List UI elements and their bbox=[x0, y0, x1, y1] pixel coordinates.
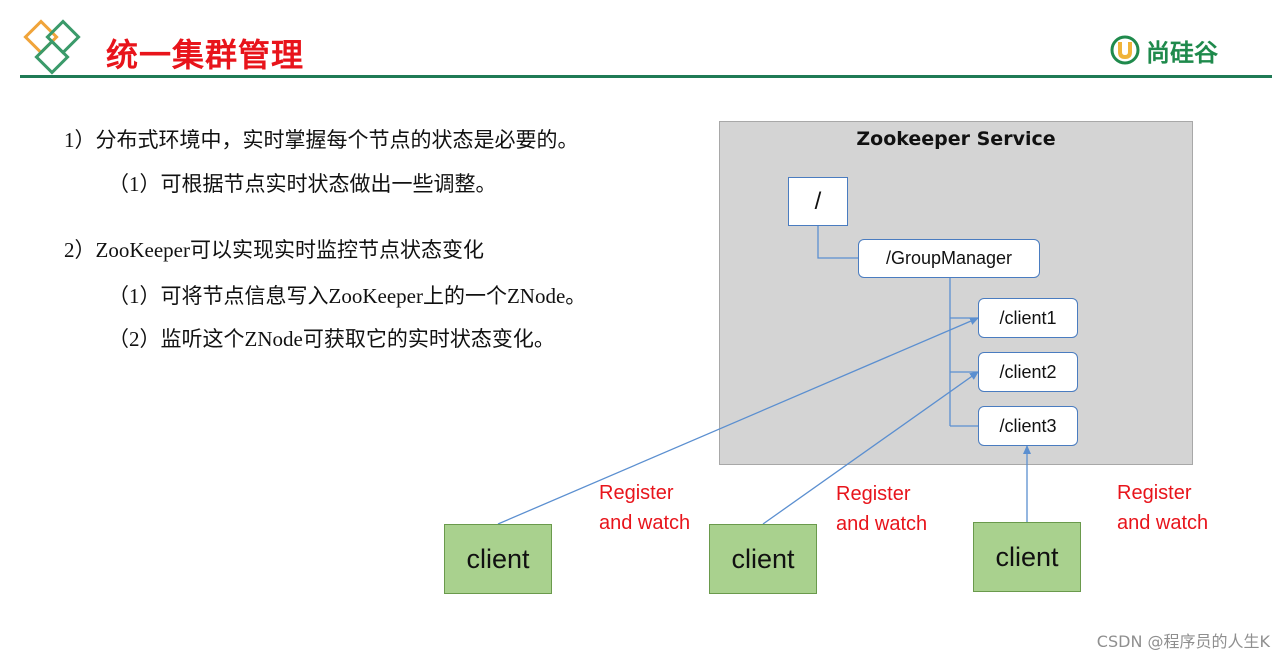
watch-label: and watch bbox=[599, 512, 691, 534]
register-label: Register bbox=[1117, 482, 1192, 504]
brand-logo: 尚硅谷 bbox=[1110, 32, 1218, 68]
znode-root: / bbox=[788, 177, 848, 226]
point-2-zookeeper: ZooKeeper bbox=[95, 238, 190, 262]
zookeeper-service-box bbox=[719, 121, 1193, 465]
point-1-number: 1） bbox=[64, 128, 96, 152]
point-2-1-text-c: 。 bbox=[565, 284, 587, 308]
point-2: 2）ZooKeeper可以实现实时监控节点状态变化 bbox=[64, 234, 484, 264]
watch-label: and watch bbox=[1117, 512, 1209, 534]
znode-client3: /client3 bbox=[978, 406, 1078, 446]
register-watch-label-3: Register and watch bbox=[1117, 478, 1208, 538]
page-title: 统一集群管理 bbox=[106, 36, 305, 74]
point-1-1-number: （1） bbox=[108, 172, 161, 196]
client-box-1: client bbox=[444, 524, 552, 594]
point-2-2: （2）监听这个ZNode可获取它的实时状态变化。 bbox=[108, 323, 555, 353]
register-label: Register bbox=[836, 483, 911, 505]
client-box-3: client bbox=[973, 522, 1081, 592]
point-2-1: （1）可将节点信息写入ZooKeeper上的一个ZNode。 bbox=[108, 280, 586, 310]
point-1: 1）分布式环境中，实时掌握每个节点的状态是必要的。 bbox=[64, 124, 579, 154]
brand-name: 尚硅谷 bbox=[1146, 38, 1218, 67]
point-1-1-text: 可根据节点实时状态做出一些调整。 bbox=[160, 172, 497, 196]
client-box-2: client bbox=[709, 524, 817, 594]
point-2-2-number: （2） bbox=[108, 327, 161, 351]
point-2-text: 可以实现实时监控节点状态变化 bbox=[189, 238, 484, 262]
point-2-1-number: （1） bbox=[108, 284, 161, 308]
point-2-2-text-a: 监听这个 bbox=[160, 327, 245, 351]
zookeeper-service-title: Zookeeper Service bbox=[856, 128, 1056, 150]
znode-groupmanager: /GroupManager bbox=[858, 239, 1040, 278]
register-label: Register bbox=[599, 482, 674, 504]
point-1-1: （1）可根据节点实时状态做出一些调整。 bbox=[108, 168, 497, 198]
watermark: CSDN @程序员的人生K bbox=[1096, 632, 1270, 651]
point-2-1-text-a: 可将节点信息写入 bbox=[160, 284, 329, 308]
point-2-1-zookeeper: ZooKeeper bbox=[328, 284, 423, 308]
point-2-2-text-b: 可获取它的实时状态变化。 bbox=[302, 327, 555, 351]
point-2-2-znode: ZNode bbox=[244, 327, 303, 351]
point-2-number: 2） bbox=[64, 238, 96, 262]
header-rule bbox=[20, 75, 1272, 78]
brand-u-icon bbox=[1110, 35, 1140, 65]
znode-client1: /client1 bbox=[978, 298, 1078, 338]
register-watch-label-2: Register and watch bbox=[836, 479, 927, 539]
watch-label: and watch bbox=[836, 513, 928, 535]
logo-diamonds-icon bbox=[23, 19, 81, 75]
znode-client2: /client2 bbox=[978, 352, 1078, 392]
register-watch-label-1: Register and watch bbox=[599, 478, 690, 538]
point-2-1-znode: ZNode bbox=[506, 284, 566, 308]
point-2-1-text-b: 上的一个 bbox=[422, 284, 507, 308]
point-1-text: 分布式环境中，实时掌握每个节点的状态是必要的。 bbox=[95, 128, 579, 152]
